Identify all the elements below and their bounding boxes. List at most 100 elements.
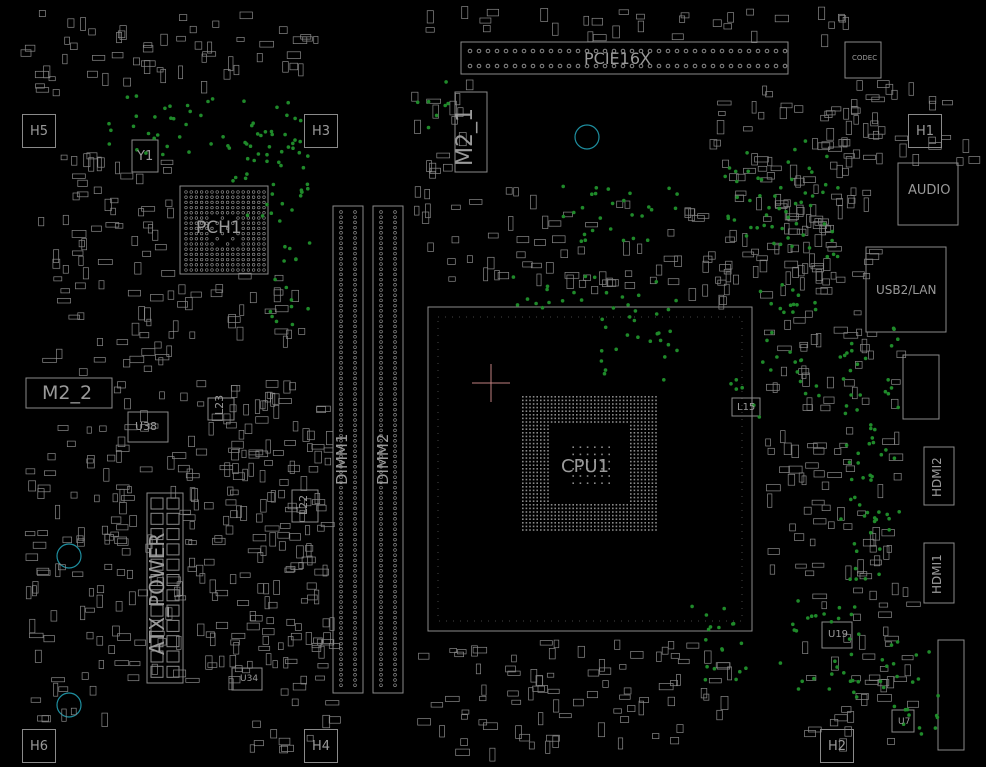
dimm-pin bbox=[339, 340, 343, 344]
dimm-pin bbox=[393, 683, 397, 687]
cpu-land bbox=[655, 486, 657, 488]
cpu-land bbox=[550, 396, 553, 398]
pch-ball bbox=[184, 195, 188, 199]
via bbox=[273, 277, 277, 282]
dimm-pin bbox=[379, 319, 383, 323]
smd-component bbox=[176, 636, 182, 650]
pch-ball bbox=[251, 205, 256, 210]
cpu-land bbox=[633, 428, 636, 430]
cpu-land bbox=[579, 518, 582, 520]
cpu-land bbox=[622, 410, 625, 412]
dimm-pin bbox=[339, 267, 343, 271]
dimm-pin bbox=[339, 423, 343, 427]
smd-component bbox=[289, 460, 295, 474]
dimm-pin bbox=[393, 335, 397, 339]
smd-component bbox=[316, 504, 327, 512]
pch-ball bbox=[225, 242, 230, 246]
smd-component bbox=[156, 577, 165, 587]
pch-ball bbox=[236, 211, 240, 215]
h5-label: H5 bbox=[29, 123, 49, 139]
smd-component bbox=[252, 534, 267, 542]
pch-ball bbox=[189, 237, 193, 241]
smd-component bbox=[505, 187, 513, 195]
cpu-land bbox=[651, 514, 654, 517]
cpu-land bbox=[633, 518, 636, 520]
cpu-land bbox=[586, 403, 589, 405]
smd-component bbox=[834, 448, 842, 455]
atx-pin bbox=[150, 558, 164, 571]
cpu-land bbox=[540, 464, 542, 466]
smd-component bbox=[869, 590, 877, 601]
cpu-land bbox=[604, 504, 607, 506]
dimm-pin bbox=[339, 501, 343, 505]
cpu-land bbox=[536, 457, 538, 459]
cpu-land bbox=[586, 446, 589, 448]
smd-component bbox=[417, 718, 431, 726]
smd-component bbox=[891, 582, 899, 596]
cpu-land bbox=[554, 410, 556, 412]
smd-component bbox=[116, 484, 130, 490]
cpu-land bbox=[536, 507, 538, 510]
cpu-land bbox=[615, 421, 618, 423]
cpu-land bbox=[633, 446, 636, 448]
cpu-land bbox=[529, 442, 531, 445]
smd-component bbox=[783, 442, 792, 455]
cpu-land bbox=[604, 410, 607, 412]
pcie-pin bbox=[665, 63, 671, 69]
smd-component bbox=[48, 76, 56, 82]
pcie-pin bbox=[746, 63, 752, 69]
smd-component bbox=[300, 476, 308, 491]
smd-component bbox=[536, 675, 544, 687]
via bbox=[291, 141, 295, 146]
cpu-land bbox=[583, 518, 585, 520]
dimm-pin bbox=[379, 532, 383, 537]
cpu-land bbox=[550, 421, 553, 423]
smd-component bbox=[307, 430, 315, 441]
smd-component bbox=[240, 506, 248, 521]
smd-component bbox=[658, 683, 674, 691]
cpu-land bbox=[554, 417, 556, 420]
smd-component bbox=[71, 156, 78, 166]
smd-component bbox=[225, 525, 234, 535]
smd-component bbox=[475, 663, 481, 675]
pch-ball bbox=[236, 252, 240, 257]
via bbox=[884, 448, 888, 452]
smd-component bbox=[239, 304, 245, 316]
cpu-land bbox=[597, 406, 600, 409]
cpu-land bbox=[626, 522, 628, 524]
via bbox=[784, 209, 788, 214]
cpu-land bbox=[608, 507, 610, 510]
cpu-land bbox=[648, 424, 650, 427]
smd-component bbox=[455, 93, 461, 106]
smd-component bbox=[866, 331, 878, 337]
smd-component bbox=[41, 715, 51, 723]
smd-component bbox=[822, 278, 830, 286]
cpu-land bbox=[532, 414, 535, 416]
smd-component bbox=[780, 366, 787, 377]
cpu-land bbox=[586, 525, 589, 528]
cpu-land bbox=[561, 399, 564, 402]
cpu-land bbox=[525, 457, 528, 459]
via bbox=[717, 625, 721, 630]
cpu-land bbox=[522, 500, 524, 502]
dimm-pin bbox=[353, 600, 357, 604]
via bbox=[813, 307, 818, 312]
smd-component bbox=[460, 738, 468, 746]
smd-component bbox=[844, 726, 852, 737]
cpu-land bbox=[590, 417, 592, 420]
smd-component bbox=[414, 186, 421, 198]
cpu-land bbox=[655, 522, 657, 524]
smd-component bbox=[228, 447, 240, 453]
pcie-pin bbox=[746, 48, 752, 54]
pch-ball bbox=[251, 252, 256, 257]
smd-component bbox=[121, 548, 131, 556]
l23-inductor-outline bbox=[207, 397, 235, 421]
dimm-pin bbox=[353, 475, 357, 479]
cpu-land bbox=[583, 421, 585, 423]
via bbox=[260, 214, 265, 218]
smd-component bbox=[655, 264, 663, 276]
cpu-land bbox=[633, 439, 636, 441]
smd-component bbox=[684, 207, 692, 218]
dimm-pin bbox=[339, 543, 343, 547]
smd-component bbox=[174, 595, 187, 601]
